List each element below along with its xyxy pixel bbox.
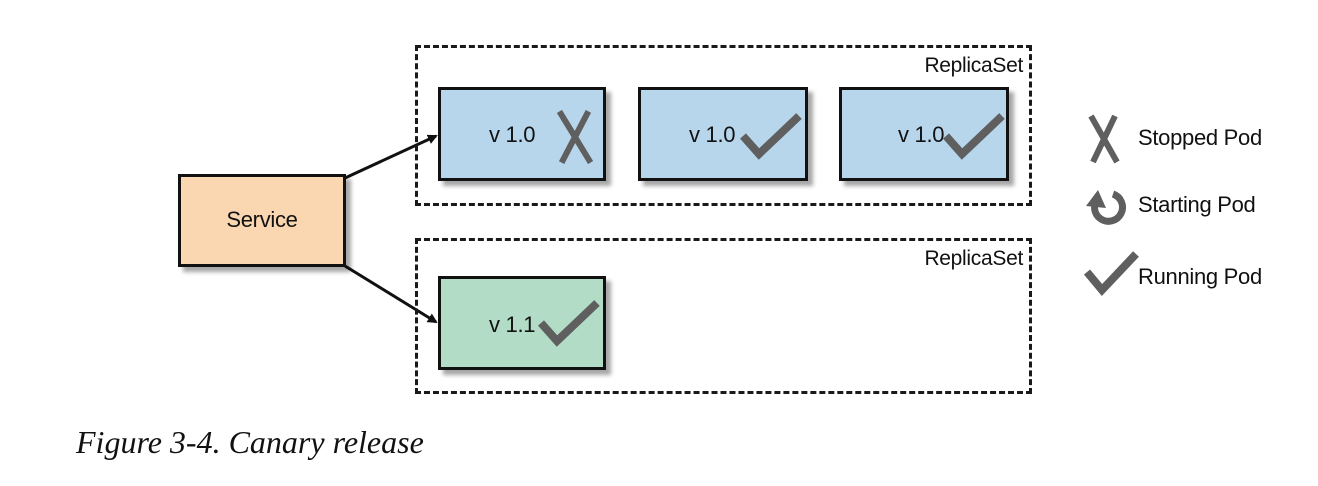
- check-icon: [943, 113, 1005, 160]
- legend-label: Stopped Pod: [1138, 125, 1262, 150]
- x-icon: [556, 110, 594, 164]
- check-icon: [740, 113, 802, 160]
- pod-version-label: v 1.0: [898, 122, 945, 147]
- pod-version-label: v 1.0: [489, 122, 536, 147]
- pod-version-label: v 1.0: [689, 122, 736, 147]
- service-label: Service: [226, 207, 298, 232]
- pod-v1-0-running: v 1.0: [638, 87, 808, 181]
- replicaset-label: ReplicaSet: [924, 247, 1023, 270]
- replicaset-label: ReplicaSet: [924, 54, 1023, 77]
- service-box: Service: [178, 174, 346, 267]
- check-icon: [1084, 251, 1139, 297]
- legend-label: Running Pod: [1138, 264, 1262, 289]
- check-icon: [538, 300, 600, 347]
- x-icon: [1088, 114, 1120, 164]
- replicaset-v1-1: ReplicaSet: [415, 238, 1032, 394]
- refresh-icon: [1086, 190, 1126, 225]
- legend-label: Starting Pod: [1138, 192, 1256, 217]
- connector-arrows: [344, 134, 438, 324]
- arrow-to-replicaset-v1-1: [344, 264, 438, 324]
- pod-v1-1-running: v 1.1: [438, 276, 606, 370]
- arrow-to-replicaset-v1-0: [344, 134, 438, 180]
- pod-version-label: v 1.1: [489, 312, 536, 337]
- pod-v1-0-running: v 1.0: [839, 87, 1009, 181]
- replicaset-v1-0: ReplicaSet: [415, 45, 1032, 206]
- figure-caption: Figure 3-4. Canary release: [76, 424, 424, 460]
- pod-v1-0-stopped: v 1.0: [438, 87, 606, 181]
- canary-release-diagram: Service ReplicaSet ReplicaSet v 1.0 v 1.…: [178, 45, 1262, 394]
